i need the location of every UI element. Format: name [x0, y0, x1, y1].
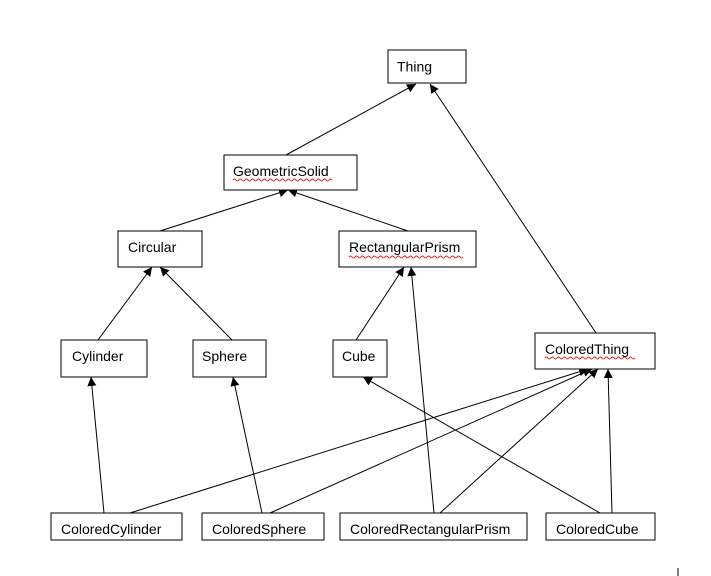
spellcheck-underline-geometric-solid — [232, 178, 333, 182]
node-rectangular-prism: RectangularPrism — [338, 230, 477, 268]
node-colored-thing: ColoredThing — [534, 332, 656, 370]
node-colored-sphere: ColoredSphere — [201, 512, 325, 541]
arrow-colored-thing-to-thing — [429, 83, 597, 334]
arrow-rectangular-prism-to-geometric-solid — [287, 188, 409, 232]
arrow-circular-to-geometric-solid — [159, 188, 289, 232]
arrow-colored-cylinder-to-colored-thing — [129, 367, 589, 514]
node-colored-cylinder-label: ColoredCylinder — [61, 521, 162, 537]
arrow-colored-cylinder-to-cylinder — [87, 376, 105, 514]
node-circular: Circular — [117, 230, 203, 268]
node-cylinder-label: Cylinder — [72, 348, 124, 364]
arrow-cube-to-rectangular-prism — [355, 266, 405, 341]
node-colored-cylinder: ColoredCylinder — [50, 512, 183, 541]
node-cube: Cube — [332, 339, 388, 378]
node-colored-cube-label: ColoredCube — [556, 521, 639, 537]
node-geometric-solid-label: GeometricSolid — [233, 163, 329, 179]
nodes-layer: Thing GeometricSolid Circular Rectangula… — [50, 49, 656, 541]
node-cube-label: Cube — [342, 348, 376, 364]
node-sphere: Sphere — [192, 339, 267, 378]
arrow-colored-sphere-to-colored-thing — [269, 368, 593, 514]
arrow-colored-rectangular-prism-to-rectangular-prism — [407, 266, 435, 514]
edges-layer — [87, 83, 613, 514]
arrow-colored-cube-to-cube — [362, 376, 601, 514]
node-rectangular-prism-label: RectangularPrism — [349, 239, 460, 255]
arrow-cylinder-to-circular — [97, 266, 153, 341]
node-thing-label: Thing — [397, 59, 432, 75]
node-circular-label: Circular — [128, 239, 177, 255]
arrow-sphere-to-circular — [159, 266, 233, 341]
arrow-colored-cube-to-colored-thing — [603, 368, 613, 514]
node-colored-rectangular-prism: ColoredRectangularPrism — [339, 512, 528, 541]
spellcheck-underline-rectangular-prism — [348, 255, 464, 259]
arrow-geometric-solid-to-thing — [285, 83, 417, 156]
node-cylinder: Cylinder — [60, 339, 148, 378]
node-sphere-label: Sphere — [202, 348, 247, 364]
node-thing: Thing — [387, 49, 467, 84]
arrow-colored-rectangular-prism-to-colored-thing — [439, 368, 599, 514]
spellcheck-underline-colored-thing — [544, 356, 636, 360]
node-geometric-solid: GeometricSolid — [223, 154, 358, 191]
node-colored-sphere-label: ColoredSphere — [212, 521, 306, 537]
node-colored-thing-label: ColoredThing — [545, 341, 629, 357]
node-colored-rectangular-prism-label: ColoredRectangularPrism — [350, 521, 510, 537]
arrow-colored-sphere-to-sphere — [230, 376, 263, 514]
node-colored-cube: ColoredCube — [545, 512, 656, 541]
